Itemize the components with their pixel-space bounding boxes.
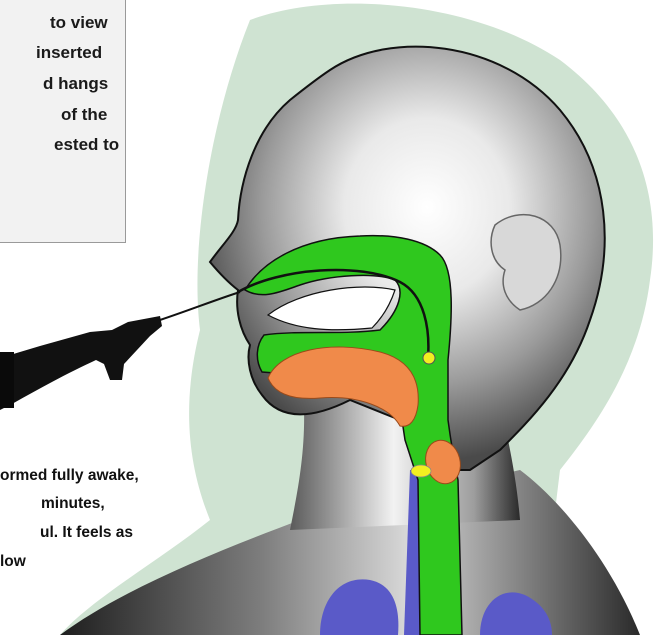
caption-line-4: low [0,554,26,570]
note-line-4: of the [61,106,107,123]
note-line-2: inserted [36,44,102,61]
vocal-cords [411,465,431,477]
caption-line-2: minutes, [41,496,105,512]
caption-line-1: ormed fully awake, [0,468,139,484]
note-line-5: ested to [54,136,119,153]
caption-line-3: ul. It feels as [40,525,133,541]
endoscope-eyepiece [0,352,14,408]
endoscope-handle [0,316,162,410]
explanatory-text-box: to view inserted d hangs of the ested to [0,0,126,243]
note-line-3: d hangs [43,75,108,92]
scope-tip [423,352,435,364]
note-line-1: to view [50,14,108,31]
